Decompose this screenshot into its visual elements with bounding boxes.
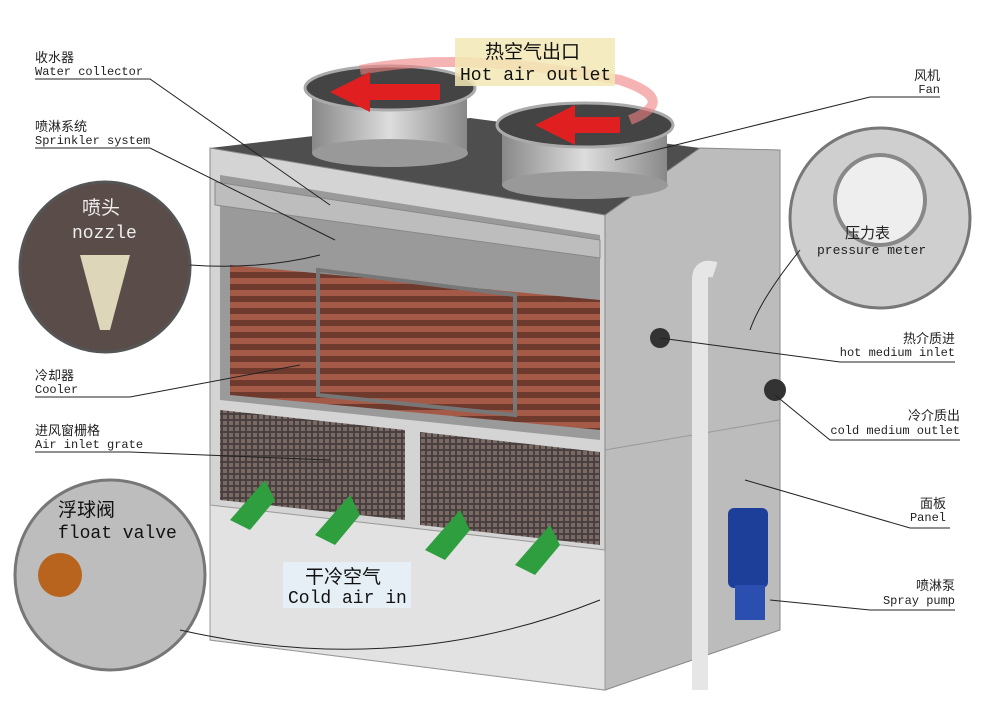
label-en: Panel [910, 511, 946, 525]
float-ball [38, 553, 82, 597]
label-cooler: 冷却器 Cooler [35, 369, 78, 397]
label-en: float valve [58, 524, 177, 544]
label-en: Sprinkler system [35, 134, 150, 148]
label-panel: 面板 Panel [910, 497, 946, 525]
label-en: Hot air outlet [460, 66, 611, 86]
label-nozzle: 喷头 nozzle [72, 197, 137, 244]
label-en: pressure meter [817, 243, 926, 258]
label-hot-air-outlet: 热空气出口 Hot air outlet [460, 41, 611, 86]
float-valve-inset [13, 478, 207, 672]
hot-air-banner [455, 38, 615, 86]
label-cn: 风机 [914, 69, 940, 84]
water-collector [214, 181, 601, 259]
label-cn: 冷介质出 [908, 409, 960, 424]
label-cn: 进风窗栅格 [35, 423, 100, 439]
label-cold-air-in: 干冷空气 Cold air in [288, 566, 407, 609]
label-cn: 喷头 [82, 197, 120, 219]
label-en: hot medium inlet [840, 346, 955, 360]
cold-air-arrows [230, 480, 560, 575]
fan-right [495, 101, 675, 199]
label-en: Spray pump [883, 594, 955, 608]
cooler-coil [230, 265, 600, 430]
label-cn: 压力表 [845, 224, 890, 242]
label-cn: 热介质进 [903, 332, 955, 347]
label-water-collector: 收水器 Water collector [35, 51, 143, 79]
label-float-valve: 浮球阀 float valve [58, 499, 177, 544]
riser-pipe [692, 260, 718, 690]
hot-air-arrow-left [330, 72, 440, 112]
label-cn: 面板 [920, 497, 946, 512]
label-cn: 热空气出口 [485, 41, 580, 63]
cold-outlet-flange [764, 379, 786, 401]
hot-air-arrow-right [535, 105, 620, 145]
label-air-inlet-grate: 进风窗栅格 Air inlet grate [35, 423, 143, 452]
label-cn: 浮球阀 [58, 499, 115, 521]
label-cn: 喷淋系统 [35, 120, 87, 135]
label-cn: 冷却器 [35, 369, 74, 384]
label-hot-medium-inlet: 热介质进 hot medium inlet [840, 332, 955, 360]
cold-air-banner [283, 562, 411, 608]
label-en: nozzle [72, 224, 137, 244]
label-fan: 风机 Fan [914, 69, 940, 97]
label-en: Cooler [35, 383, 78, 397]
fan-left [303, 64, 477, 167]
label-en: cold medium outlet [830, 424, 960, 438]
label-sprinkler-system: 喷淋系统 Sprinkler system [35, 120, 150, 148]
label-cn: 喷淋泵 [916, 579, 955, 594]
spray-pump [728, 508, 768, 620]
label-pressure-meter: 压力表 pressure meter [817, 224, 926, 258]
air-inlet-grate-right [420, 432, 600, 545]
label-cold-medium-outlet: 冷介质出 cold medium outlet [830, 409, 960, 438]
label-cn: 干冷空气 [305, 566, 381, 588]
label-cn: 收水器 [35, 51, 74, 66]
label-en: Water collector [35, 65, 143, 79]
label-spray-pump: 喷淋泵 Spray pump [883, 579, 955, 608]
label-en: Fan [918, 83, 940, 97]
label-en: Air inlet grate [35, 438, 143, 452]
label-en: Cold air in [288, 589, 407, 609]
